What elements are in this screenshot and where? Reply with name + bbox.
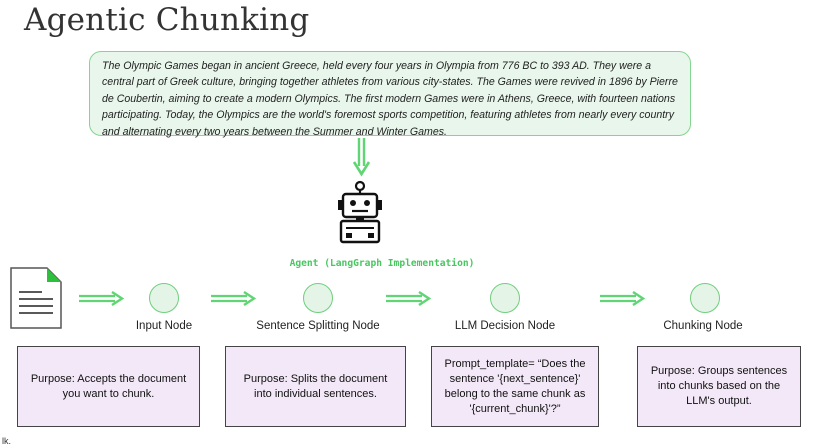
diagram-title: Agentic Chunking — [24, 2, 310, 38]
input-node-purpose: Purpose: Accepts the document you want t… — [17, 346, 200, 427]
sentence-splitting-node-circle — [303, 283, 333, 313]
llm-decision-node-circle — [490, 283, 520, 313]
llm-decision-node-purpose: Prompt_template= “Does the sentence '{ne… — [431, 346, 599, 427]
input-node-label: Input Node — [135, 320, 193, 332]
down-arrow-icon — [352, 138, 371, 177]
document-icon — [10, 267, 62, 329]
double-arrow-icon — [211, 291, 257, 307]
double-arrow-icon — [386, 291, 432, 307]
sentence-splitting-node-label: Sentence Splitting Node — [256, 320, 380, 332]
chunking-node-circle — [690, 283, 720, 313]
sentence-splitting-node-purpose: Purpose: Splits the document into indivi… — [225, 346, 406, 427]
source-document-text: The Olympic Games began in ancient Greec… — [89, 51, 691, 138]
corner-text: lk. — [2, 436, 11, 446]
chunking-node-label: Chunking Node — [663, 320, 743, 332]
agent-label: Agent (LangGraph Implementation) — [289, 258, 475, 269]
input-node-circle — [149, 283, 179, 313]
double-arrow-icon — [79, 291, 125, 307]
double-arrow-icon — [600, 291, 646, 307]
chunking-node-purpose: Purpose: Groups sentences into chunks ba… — [637, 346, 801, 427]
robot-icon — [338, 180, 382, 244]
llm-decision-node-label: LLM Decision Node — [454, 320, 556, 332]
